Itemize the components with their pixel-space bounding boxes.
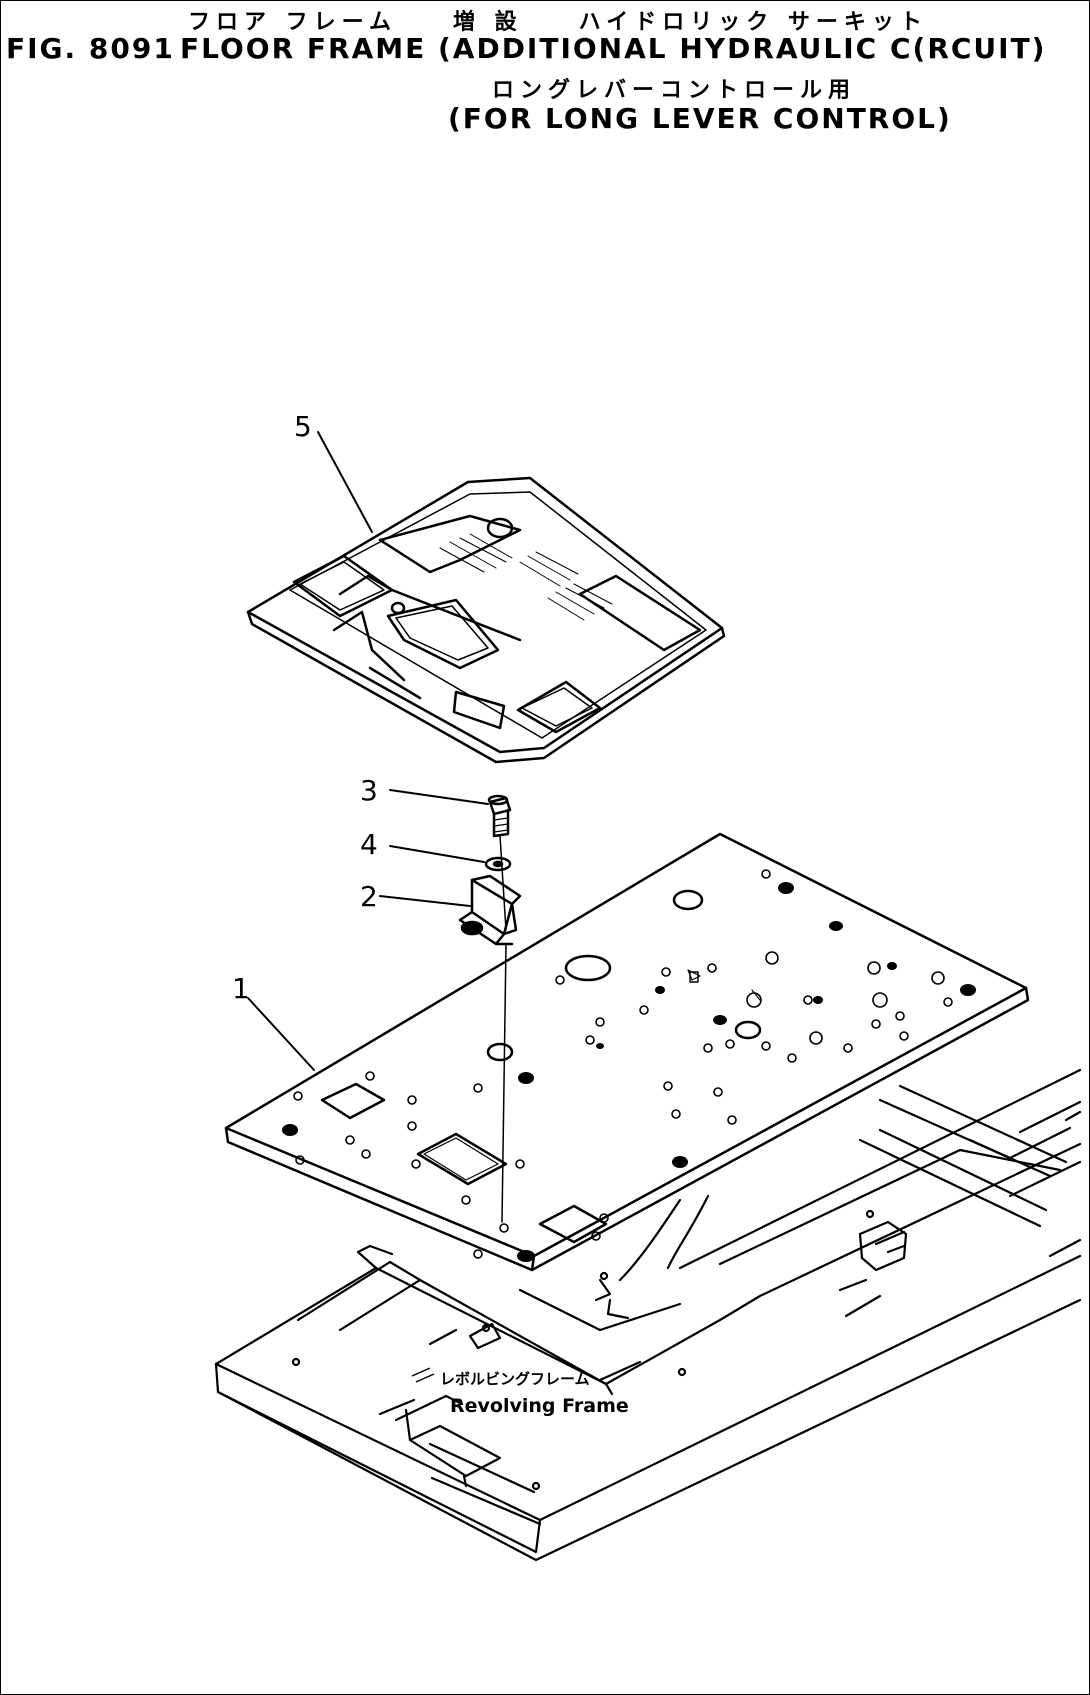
figure-title: FLOOR FRAME (ADDITIONAL HYDRAULIC C(RCUI… — [180, 32, 1047, 65]
bolt-part-3 — [487, 794, 512, 838]
figure-number: FIG. 8091 — [6, 32, 175, 65]
japanese-title-line: フロア フレーム 増 設 ハイドロリック サーキット — [188, 10, 928, 35]
revolving-frame-label-en: Revolving Frame — [450, 1395, 629, 1417]
callout-2: 2 — [360, 880, 378, 913]
callout-3: 3 — [360, 774, 378, 807]
figure-subtitle: (FOR LONG LEVER CONTROL) — [448, 102, 952, 135]
floor-mat-part-5 — [246, 476, 726, 764]
callout-5: 5 — [294, 410, 312, 443]
callout-4: 4 — [360, 828, 378, 861]
japanese-subtitle-line: ロングレバーコントロール用 — [492, 78, 857, 103]
revolving-frame-label: レボルビングフレーム Revolving Frame — [411, 1367, 629, 1417]
revolving-frame — [214, 1068, 1082, 1562]
callout-labels: 5 3 4 2 1 — [232, 410, 378, 1005]
callout-1: 1 — [232, 972, 250, 1005]
revolving-frame-label-jp: レボルビングフレーム — [440, 1370, 590, 1388]
floor-frame-plate-part-1 — [224, 832, 1030, 1272]
washer-part-4 — [484, 856, 512, 872]
bracket-part-2 — [458, 874, 522, 946]
